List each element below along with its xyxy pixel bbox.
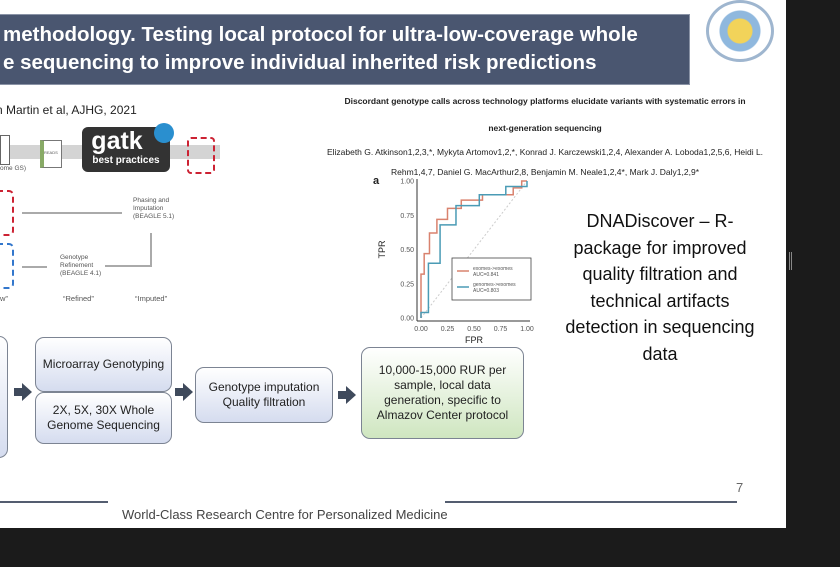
x-tick-label: 0.25 bbox=[441, 326, 455, 333]
panel-label: a bbox=[373, 175, 380, 187]
flow-box-wgs: 2X, 5X, 30X Whole Genome Sequencing bbox=[35, 392, 172, 444]
arrow-icon bbox=[14, 383, 32, 401]
legend-label: exomes->exomes bbox=[473, 266, 513, 272]
y-tick-label: 0.00 bbox=[400, 316, 414, 323]
page-number: 7 bbox=[736, 480, 744, 495]
footer-line-left bbox=[0, 501, 108, 503]
arrow-icon bbox=[338, 386, 356, 404]
diagonal-reference-line bbox=[420, 180, 528, 319]
title-line-2: e sequencing to improve individual inher… bbox=[3, 51, 597, 74]
footer-line-right bbox=[445, 501, 737, 503]
legend-label: genomes->exomes bbox=[473, 282, 516, 288]
footer-text: World-Class Research Centre for Personal… bbox=[122, 507, 448, 522]
panel-resize-handle[interactable] bbox=[789, 252, 792, 270]
roc-curve-0 bbox=[420, 180, 527, 318]
y-tick-label: 1.00 bbox=[400, 179, 414, 186]
y-tick-label: 0.75 bbox=[400, 213, 414, 220]
arrow-icon bbox=[175, 383, 193, 401]
slide-title: methodology. Testing local protocol for … bbox=[0, 14, 690, 85]
legend-box bbox=[451, 257, 532, 301]
x-axis-label: FPR bbox=[465, 335, 484, 345]
institution-logo bbox=[706, 0, 774, 62]
roc-curve-1 bbox=[420, 181, 528, 318]
gatk-logo: gatk best practices bbox=[82, 123, 174, 172]
x-tick-label: 0.50 bbox=[467, 326, 481, 333]
title-line-1: methodology. Testing local protocol for … bbox=[3, 23, 638, 46]
legend-auc: AUC=0.841 bbox=[473, 272, 499, 278]
y-axis-label: TPR bbox=[377, 240, 387, 259]
legend-auc: AUC=0.803 bbox=[473, 288, 499, 294]
y-tick-label: 0.25 bbox=[400, 281, 414, 288]
paper-header: Discordant genotype calls across technol… bbox=[326, 96, 764, 177]
x-tick-label: 0.75 bbox=[494, 326, 508, 333]
presentation-slide: methodology. Testing local protocol for … bbox=[0, 0, 786, 528]
reads-icon: READS bbox=[40, 140, 62, 168]
variants-icon bbox=[187, 137, 215, 174]
flow-box-result: 10,000-15,000 RUR per sample, local data… bbox=[361, 347, 524, 439]
flow-box-imputation: Genotype imputation Quality filtration bbox=[195, 367, 333, 423]
roc-chart: 0.00 0.25 0.50 0.75 1.00 0.00 0.25 0.50 0.75 1.00… bbox=[373, 175, 534, 345]
flow-box-microarray: Microarray Genotyping bbox=[35, 337, 172, 392]
flow-box-start bbox=[0, 336, 8, 458]
citation: n Martin et al, AJHG, 2021 bbox=[0, 103, 137, 117]
y-tick-label: 0.50 bbox=[400, 247, 414, 254]
dnadiscover-text: DNADiscover – R-package for improved qua… bbox=[565, 211, 755, 364]
x-tick-label: 1.00 bbox=[520, 326, 534, 333]
x-tick-label: 0.00 bbox=[414, 326, 428, 333]
